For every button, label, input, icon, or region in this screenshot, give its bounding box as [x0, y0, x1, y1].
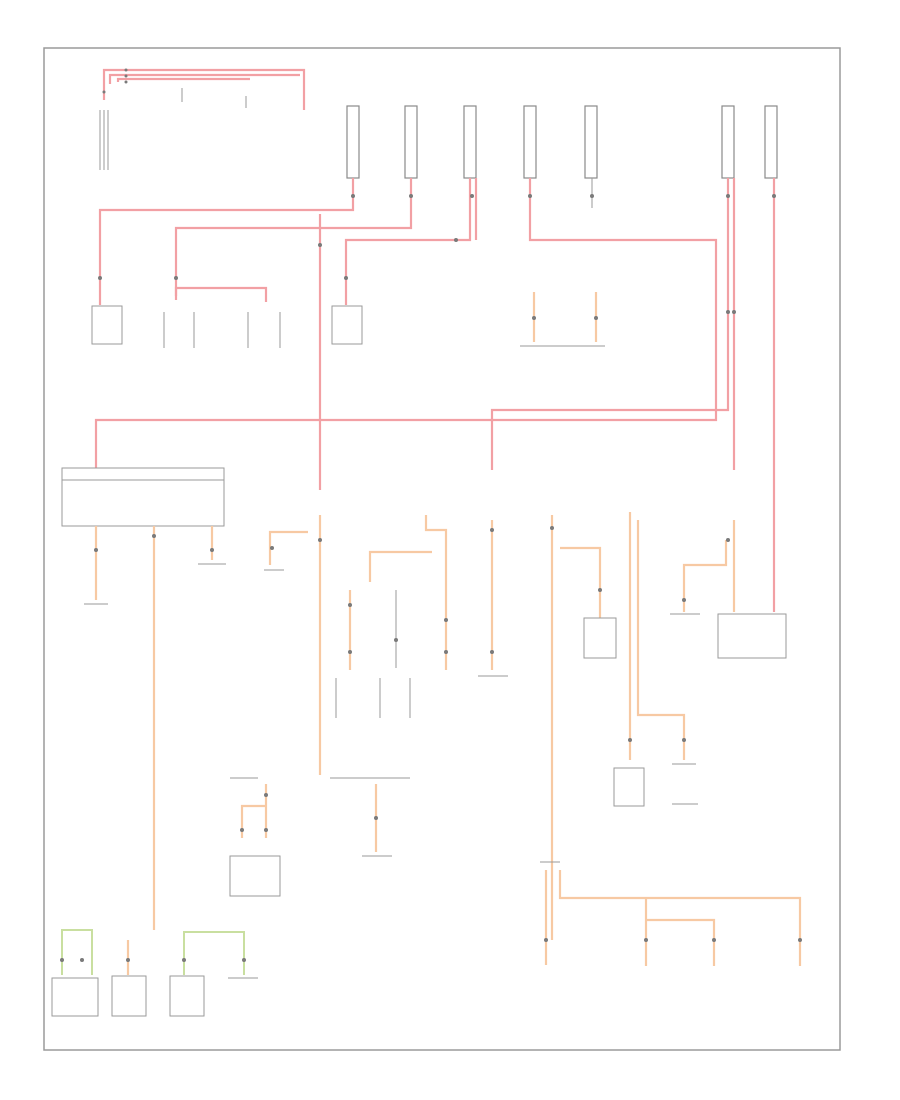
component-box-7: [51, 977, 99, 1017]
component-box-3: [583, 617, 617, 659]
middle-row: [61, 467, 787, 940]
upper-components: [91, 292, 605, 348]
diagram-frame: [43, 47, 841, 1051]
power-feeds: [94, 178, 776, 612]
component-box-5: [717, 613, 787, 659]
battery-starter-group: [99, 68, 306, 170]
component-box-8: [111, 975, 147, 1017]
fuse-2: [404, 105, 418, 179]
fuse-1: [346, 105, 360, 179]
fuse-6: [721, 105, 735, 179]
fuse-7: [764, 105, 778, 179]
top-fuse-row: [346, 105, 778, 179]
lower-section: [51, 777, 802, 1017]
fuse-5: [584, 105, 598, 179]
fuse-3: [463, 105, 477, 179]
fuse-4: [523, 105, 537, 179]
component-box-6: [229, 855, 281, 897]
relay-box: [61, 467, 225, 527]
component-box-2: [331, 305, 363, 345]
component-box-4: [613, 767, 645, 807]
component-box-9: [169, 975, 205, 1017]
component-box-1: [91, 305, 123, 345]
